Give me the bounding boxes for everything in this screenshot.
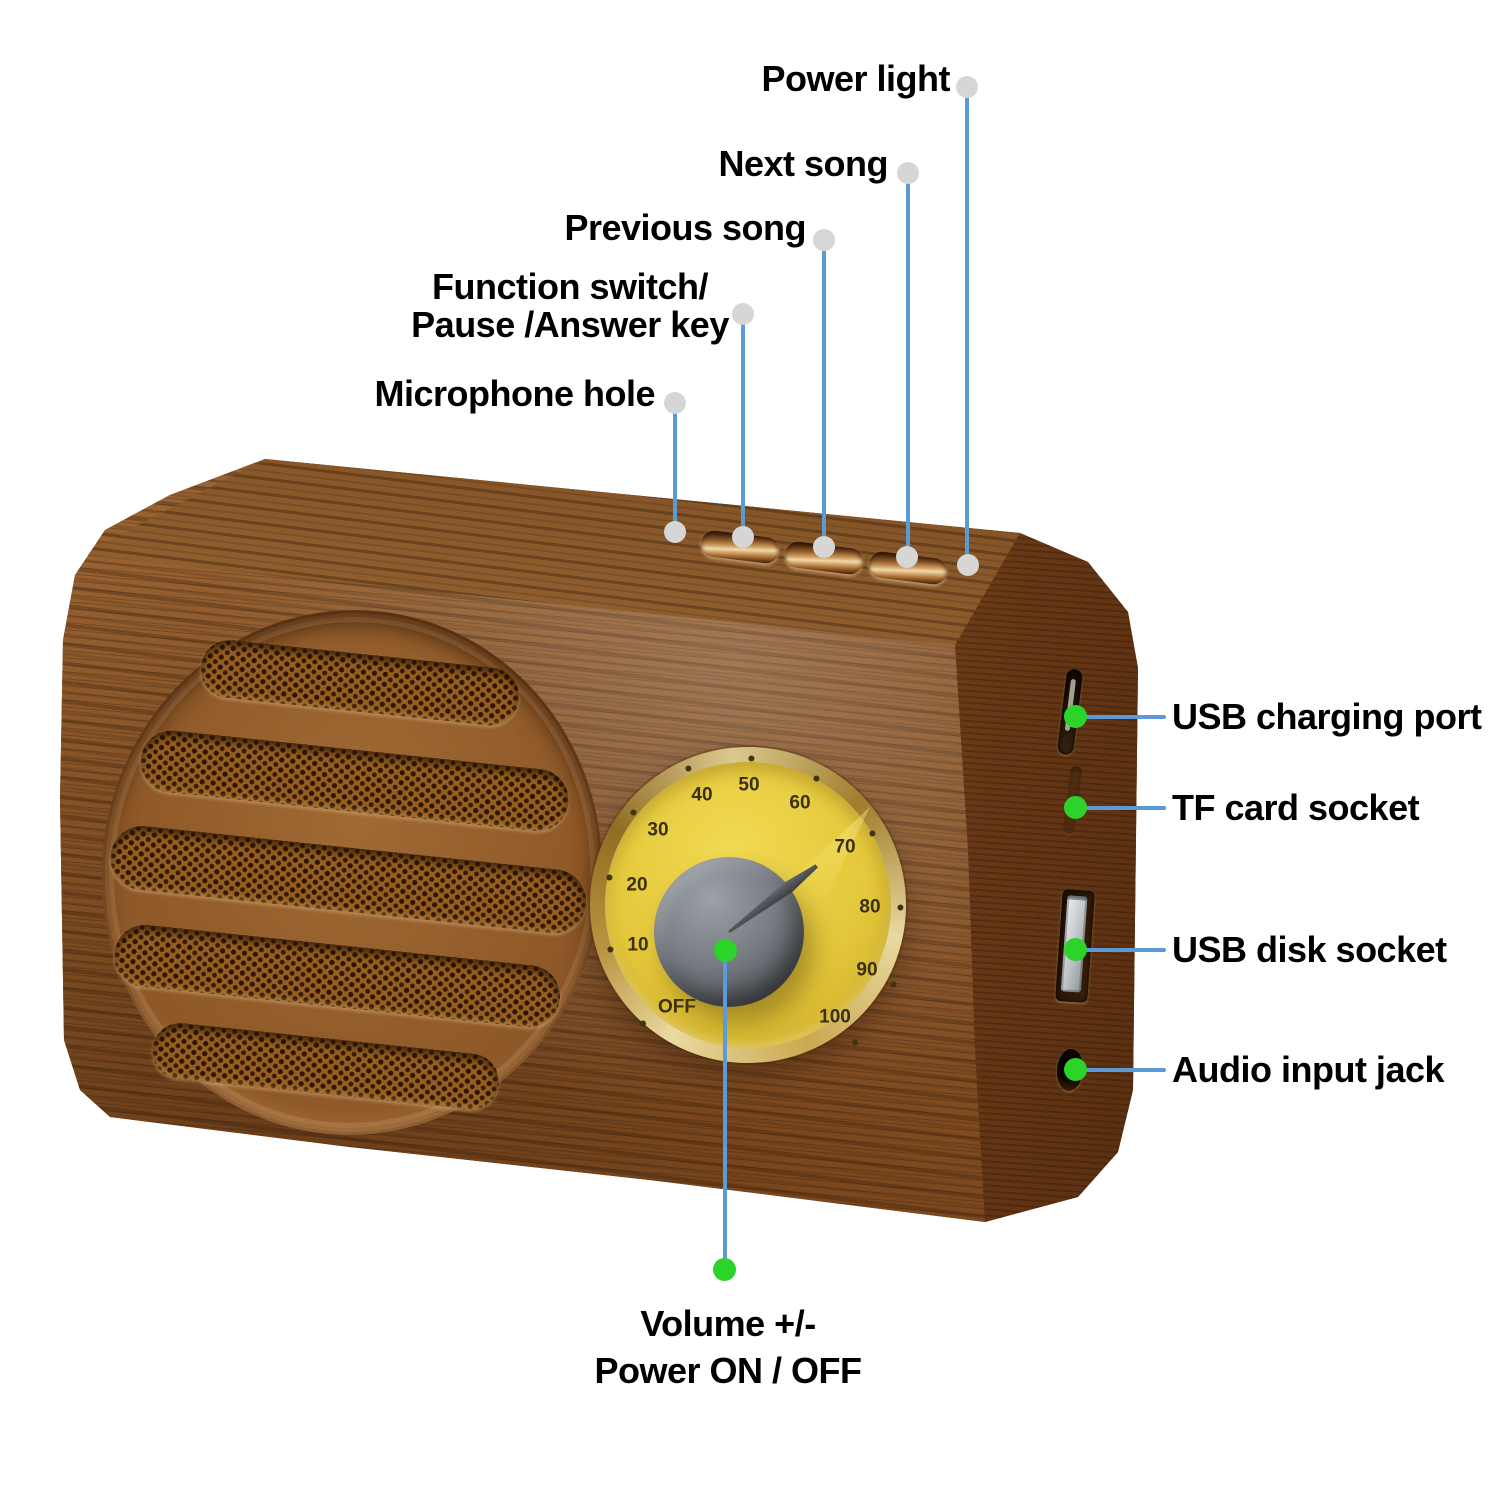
dial-scale-label: 10 xyxy=(627,934,649,956)
callout-line-usb-disk xyxy=(1076,948,1166,952)
label-usb-disk-socket: USB disk socket xyxy=(1172,929,1447,970)
callout-line-power-light xyxy=(965,90,969,568)
dial-scale: OFF 10 20 30 40 50 60 70 80 90 100 xyxy=(590,747,906,1063)
callout-dot xyxy=(813,536,835,558)
callout-line-function-switch xyxy=(741,317,745,540)
dial-scale-label: 50 xyxy=(738,774,760,796)
callout-line-volume xyxy=(723,953,727,1272)
callout-line-tf-card xyxy=(1076,806,1166,810)
callout-line-usb-charging xyxy=(1076,715,1166,719)
callout-dot-green xyxy=(714,939,737,962)
callout-dot xyxy=(664,521,686,543)
speaker-grille xyxy=(75,585,629,1160)
label-previous-song: Previous song xyxy=(564,207,806,248)
callout-dot xyxy=(732,526,754,548)
callout-dot xyxy=(732,303,754,325)
dial-scale-label: OFF xyxy=(658,996,696,1018)
callout-dot-green xyxy=(1064,1058,1087,1081)
speaker-right-face xyxy=(955,533,1138,1222)
callout-dot-green xyxy=(1064,938,1087,961)
dial-scale-label: 30 xyxy=(647,819,669,841)
callout-line-microphone-hole xyxy=(673,406,677,535)
callout-line-next-song xyxy=(906,176,910,560)
dial-scale-label: 100 xyxy=(819,1006,851,1028)
grille-slot xyxy=(197,637,523,729)
label-microphone-hole: Microphone hole xyxy=(374,373,656,414)
callout-dot-green xyxy=(713,1258,736,1281)
callout-dot xyxy=(956,76,978,98)
label-volume-line1: Volume +/- xyxy=(640,1303,816,1344)
label-volume-power: Volume +/- Power ON / OFF xyxy=(508,1300,948,1394)
dial-scale-label: 80 xyxy=(859,896,881,918)
label-usb-charging-port: USB charging port xyxy=(1172,696,1482,737)
label-function-switch: Function switch/ Pause /Answer key xyxy=(392,268,748,344)
dial-scale-label: 70 xyxy=(834,836,856,858)
callout-dot xyxy=(957,554,979,576)
callout-line-previous-song xyxy=(822,243,826,550)
callout-dot-green xyxy=(1064,796,1087,819)
dial-scale-label: 20 xyxy=(626,874,648,896)
speaker-body: OFF 10 20 30 40 50 60 70 80 90 100 xyxy=(60,459,1138,1222)
callout-dot xyxy=(897,162,919,184)
label-next-song: Next song xyxy=(718,143,888,184)
callout-dot xyxy=(896,546,918,568)
volume-knob xyxy=(654,857,804,1007)
label-tf-card-socket: TF card socket xyxy=(1172,787,1420,828)
callout-dot xyxy=(813,229,835,251)
dial-scale-label: 40 xyxy=(691,784,713,806)
callout-dot xyxy=(664,392,686,414)
label-audio-input-jack: Audio input jack xyxy=(1172,1049,1445,1090)
label-function-switch-line2: Pause /Answer key xyxy=(411,304,729,345)
label-power-light: Power light xyxy=(761,58,950,99)
grille-slot xyxy=(111,921,564,1031)
grille-slot xyxy=(137,727,572,835)
volume-dial: OFF 10 20 30 40 50 60 70 80 90 100 xyxy=(590,747,906,1063)
callout-line-audio-jack xyxy=(1076,1068,1166,1072)
grille-slot xyxy=(149,1020,502,1113)
label-function-switch-line1: Function switch/ xyxy=(432,266,709,307)
dial-scale-label: 90 xyxy=(856,959,878,981)
callout-dot-green xyxy=(1064,705,1087,728)
dial-scale-label: 60 xyxy=(789,792,811,814)
grille-slot xyxy=(107,822,590,937)
label-volume-line2: Power ON / OFF xyxy=(594,1350,862,1391)
